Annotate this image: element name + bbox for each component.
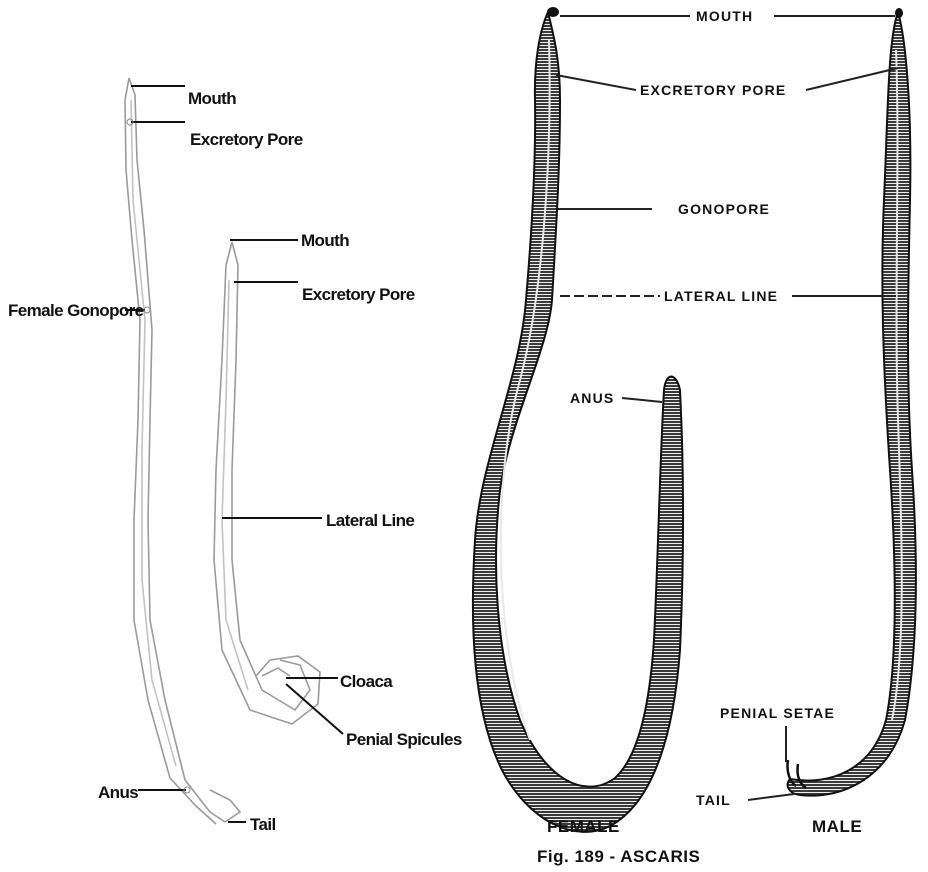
label-r-anus: ANUS <box>570 390 614 406</box>
label-lateral-line-left: Lateral Line <box>326 511 414 530</box>
label-male-excretory-pore: Excretory Pore <box>302 285 415 304</box>
right-ink-diagram: MOUTH EXCRETORY PORE GONOPORE LATERAL LI… <box>473 7 916 866</box>
label-r-mouth: MOUTH <box>696 8 753 24</box>
label-r-penial-setae: PENIAL SETAE <box>720 705 835 721</box>
label-r-lateral-line: LATERAL LINE <box>664 288 778 304</box>
left-sketch-diagram: Mouth Excretory Pore Female Gonopore Anu… <box>8 78 462 834</box>
label-tail-left: Tail <box>250 815 276 834</box>
label-r-gonopore: GONOPORE <box>678 201 770 217</box>
leader-r-excretory-left <box>556 75 636 90</box>
leader-r-anus <box>622 398 662 402</box>
label-female-excretory-pore: Excretory Pore <box>190 130 303 149</box>
label-female-gonopore: Female Gonopore <box>8 301 144 320</box>
caption-male: MALE <box>812 817 862 836</box>
male-worm-sketch <box>214 242 320 724</box>
male-mouth-tip <box>895 8 903 18</box>
label-anus-left: Anus <box>98 783 138 802</box>
label-r-tail: TAIL <box>696 792 731 808</box>
label-female-mouth: Mouth <box>188 89 236 108</box>
label-male-mouth: Mouth <box>301 231 349 250</box>
label-cloaca: Cloaca <box>340 672 393 691</box>
caption-female: FEMALE <box>547 817 620 836</box>
leader-r-excretory-right <box>806 68 898 90</box>
leader-r-tail <box>748 794 794 800</box>
female-mouth-tip <box>547 7 559 17</box>
label-penial-spicules: Penial Spicules <box>346 730 462 749</box>
female-worm-sketch <box>125 78 240 824</box>
label-r-excretory-pore: EXCRETORY PORE <box>640 82 786 98</box>
figure-caption: Fig. 189 - ASCARIS <box>537 847 700 866</box>
female-worm-body <box>473 12 683 832</box>
